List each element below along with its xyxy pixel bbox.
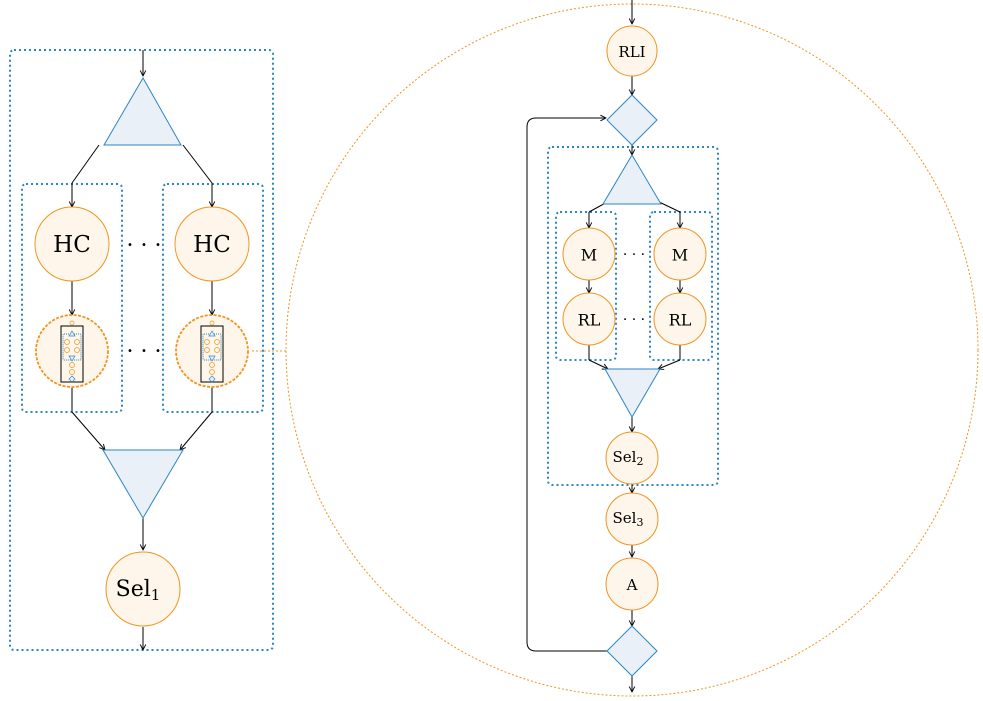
m-node-2-label: M	[672, 246, 688, 265]
edge-split-1a	[71, 144, 100, 184]
loop-body-box	[547, 146, 719, 486]
split-triangle-right	[602, 154, 662, 205]
sel1-node-label: Sel1	[116, 577, 161, 605]
rl-node-1	[562, 292, 616, 346]
mini-subprocess-node-1	[35, 314, 109, 388]
merge-triangle-right	[604, 368, 661, 419]
hc-node-2-label: HC	[193, 232, 231, 258]
edge-merge-2b	[180, 411, 213, 450]
ellipsis-rl: · · ·	[623, 312, 645, 328]
right-diagram: RLI M M · · · RL RL · · · Sel2 Sel3 A	[526, 0, 719, 692]
merge-triangle	[102, 449, 184, 519]
sel2-node	[605, 431, 659, 485]
edge-split-2a	[182, 144, 213, 184]
branch-box-2	[162, 183, 264, 413]
sel1-node	[105, 551, 181, 627]
inner-branch-box-2	[649, 211, 713, 361]
rl-node-2-label: RL	[669, 311, 692, 330]
sel3-node	[605, 492, 659, 546]
edge-rl2-merge-b	[658, 359, 681, 369]
inner-branch-box-1	[555, 211, 617, 361]
split-triangle	[103, 76, 182, 146]
hc-node-1-label: HC	[53, 232, 91, 258]
a-node-label: A	[626, 576, 638, 594]
rl-node-2	[653, 292, 707, 346]
decision-diamond-top	[606, 94, 658, 146]
edge-rl1-merge-b	[588, 359, 608, 369]
a-node	[605, 557, 659, 611]
sel2-node-label: Sel2	[613, 448, 644, 468]
ellipsis-hc: · · ·	[127, 234, 162, 259]
mini-subprocess-node-2	[175, 314, 249, 388]
ellipsis-subprocess: · · ·	[127, 340, 162, 365]
decision-diamond-bottom	[606, 625, 658, 677]
rli-node	[606, 25, 658, 77]
hc-node-1	[34, 206, 110, 282]
ellipsis-m: · · ·	[623, 247, 645, 263]
rl-node-1-label: RL	[578, 311, 601, 330]
hc-node-2	[174, 206, 250, 282]
m-node-1-label: M	[581, 246, 597, 265]
rli-node-label: RLI	[618, 43, 645, 61]
edge-merge-1b	[71, 411, 105, 450]
loop-back-edge	[526, 118, 608, 652]
left-diagram: HC HC · · ·	[9, 49, 274, 651]
m-node-1	[562, 227, 616, 281]
m-node-2	[653, 227, 707, 281]
sel3-node-label: Sel3	[613, 509, 644, 529]
